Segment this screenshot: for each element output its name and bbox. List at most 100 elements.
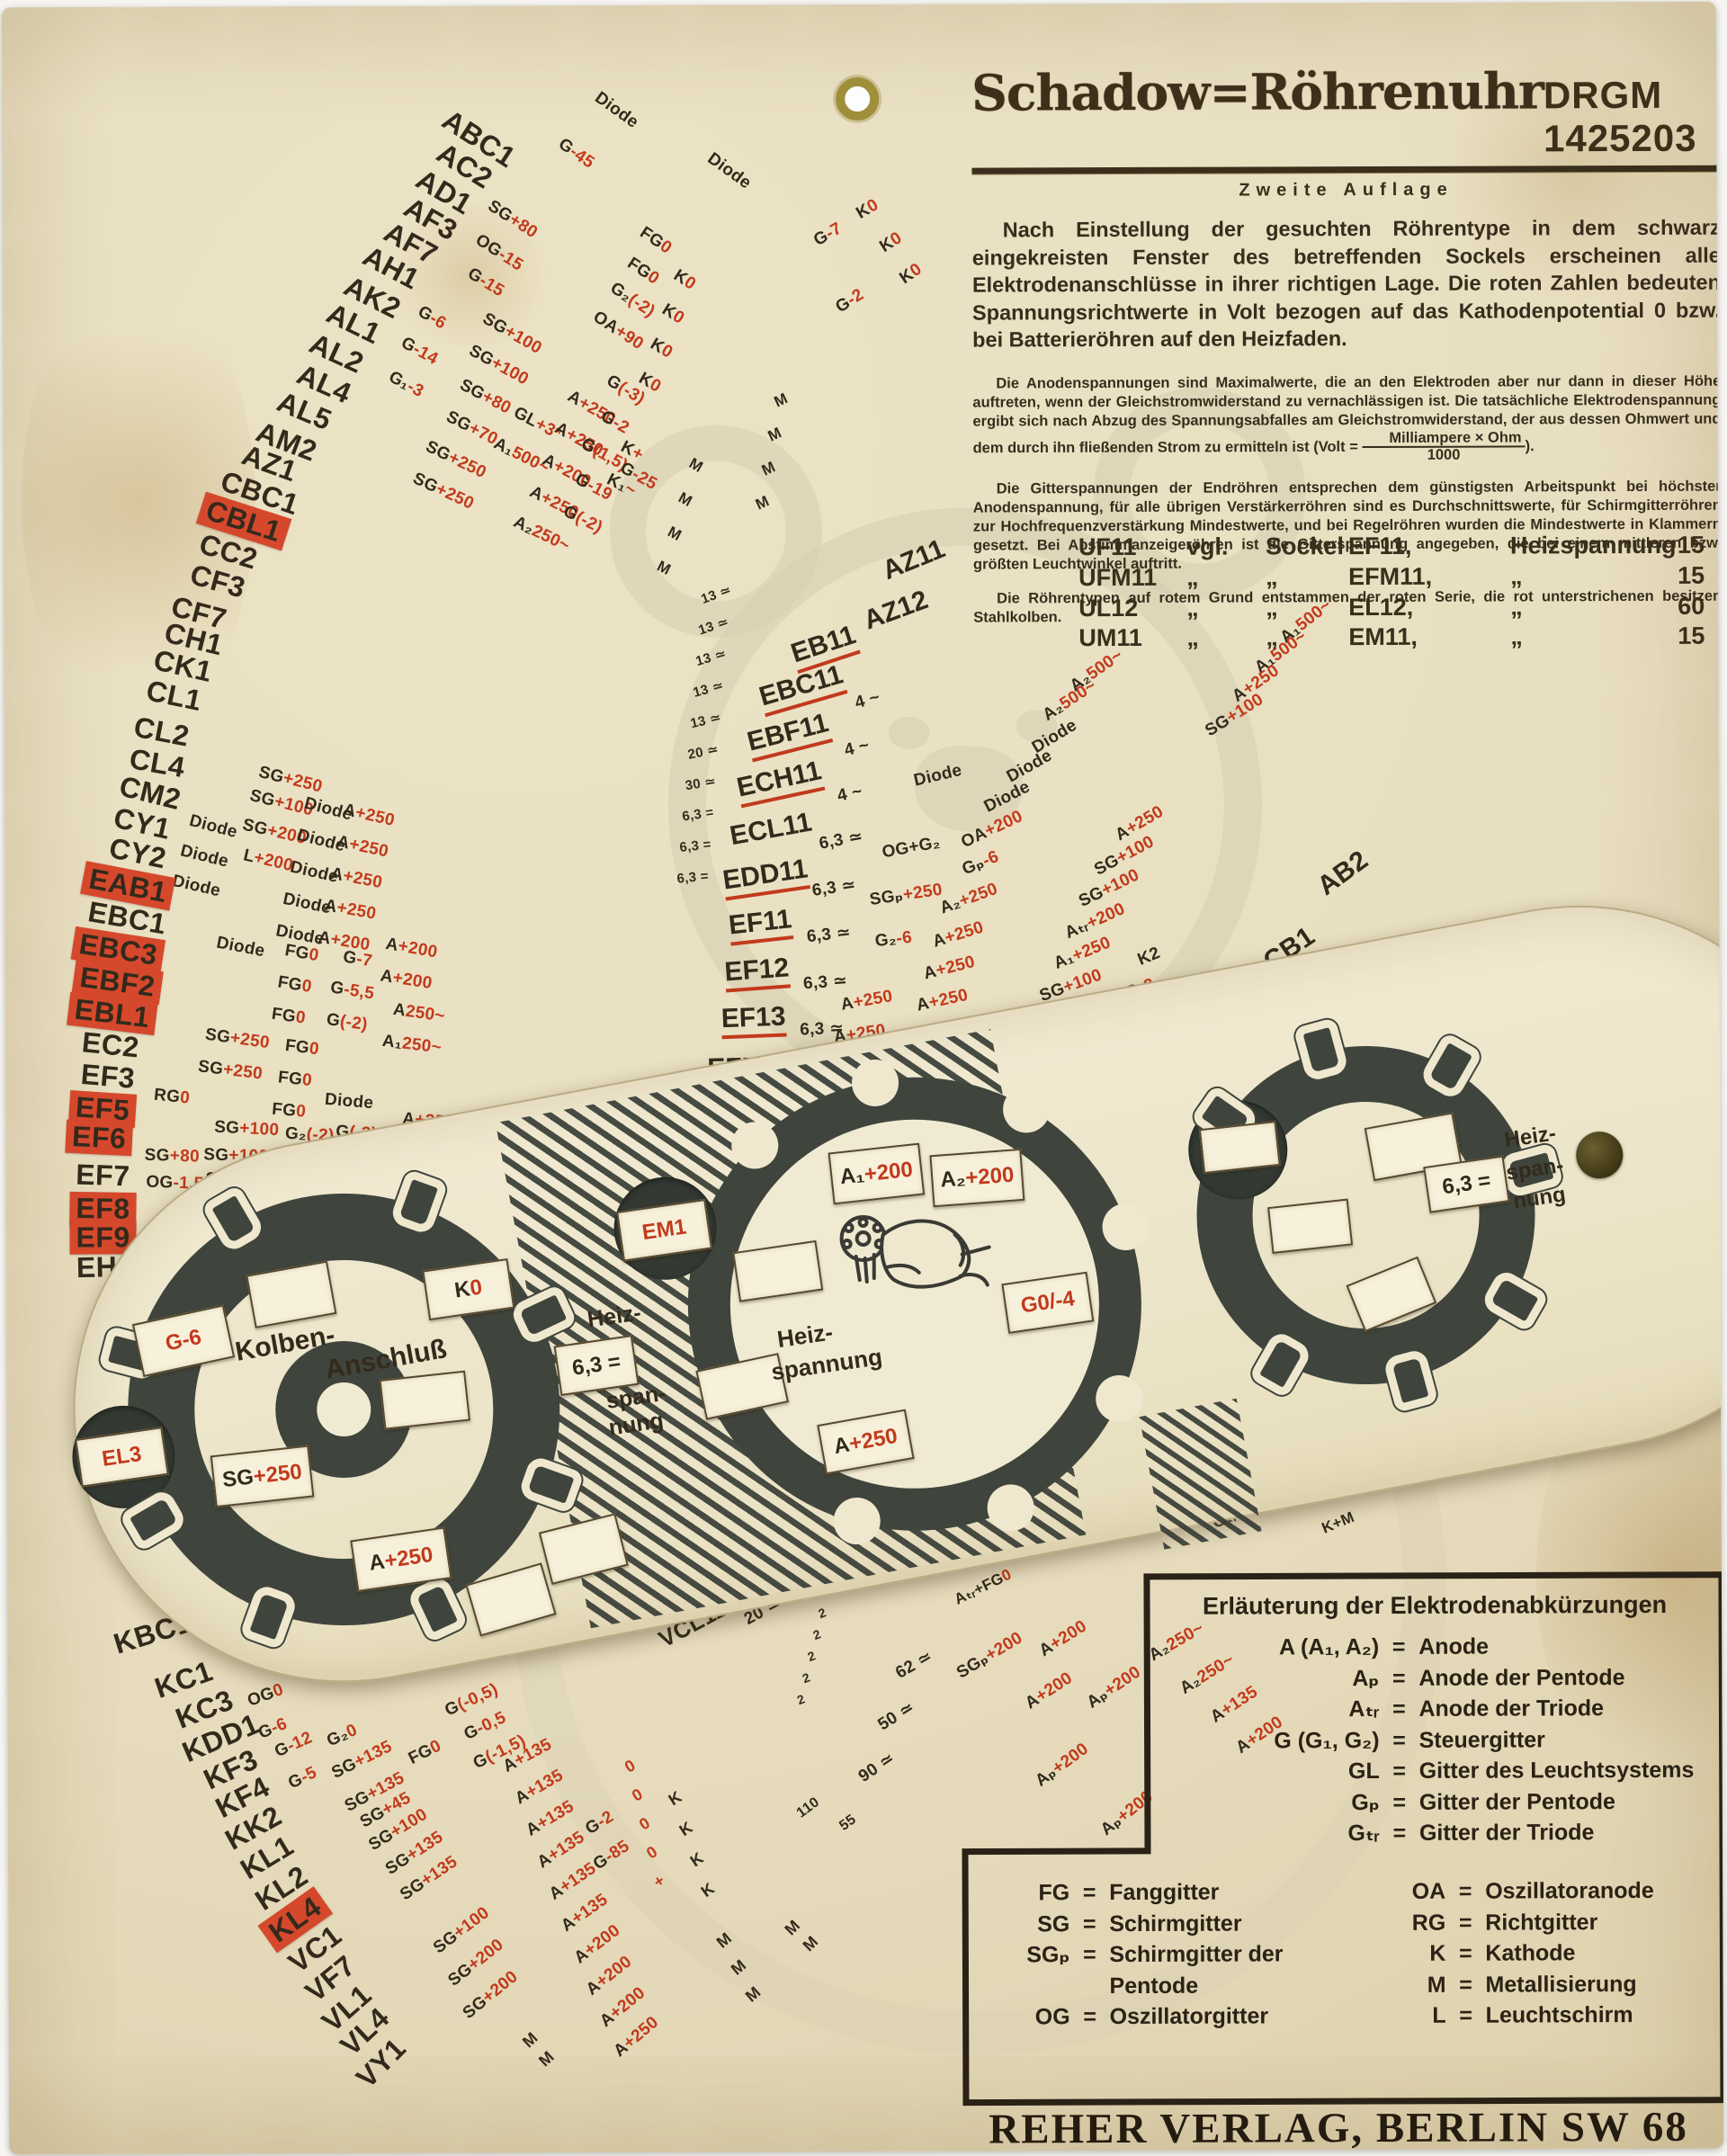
pin-value-label: 62 ≃ <box>892 1646 936 1683</box>
pin-value-label: 4 ~ <box>853 687 882 713</box>
legend-row: Aₚ = Anode der Pentode <box>1154 1661 1716 1695</box>
legend-abbr: OG <box>1034 2004 1070 2030</box>
hand-holding-tube-illustration <box>839 1214 991 1289</box>
pin-value-label: 6,3 ≃ <box>818 827 865 854</box>
pin-value-label: G(-2) <box>325 1009 369 1035</box>
pin-value-label: 20 ≃ <box>686 741 720 763</box>
socket-hole <box>987 1484 1034 1532</box>
pin-value-label: Diode <box>324 1089 375 1114</box>
pin-value-label: A+250 <box>341 800 397 831</box>
pin-value-label: Diode <box>214 933 267 962</box>
paragraph-2-text: Die Anodenspannungen sind Maximalwerte, … <box>972 372 1722 456</box>
pin-value-label: 4 ~ <box>835 782 864 806</box>
pin-value-label: M <box>665 523 685 545</box>
volt-value: 60 <box>1678 592 1705 620</box>
pin-value-label: 110 <box>793 1794 823 1821</box>
pin-value-label: K <box>697 1879 719 1901</box>
equivalence-row: UF11 vgl. Sockel EF11, Heizspannung 15 ≂ <box>1078 531 1708 563</box>
legend-equals: = <box>1082 1910 1096 1937</box>
pin-value-label: 4 ~ <box>842 735 872 761</box>
pin-value-label: A+250 <box>930 917 987 952</box>
legend-term: Oszillatorgitter <box>1109 2003 1269 2030</box>
pin-value-label: 30 ≃ <box>684 773 718 794</box>
legend-title: Erläuterung der Elektrodenabkürzungen <box>1202 1590 1668 1620</box>
pin-value-label: SG+250 <box>197 1057 264 1084</box>
sockel-cell: „ <box>1266 623 1278 651</box>
volt-value: 15 <box>1678 561 1705 589</box>
voltage-window: A₁+200 <box>828 1142 926 1205</box>
sockel-cell: „ <box>1266 563 1278 591</box>
vgl-cell: „ <box>1186 623 1199 651</box>
legend-equals: = <box>1392 1789 1407 1815</box>
u-tube-type: UFM11 <box>1078 563 1158 591</box>
red-series-tube-label: AZ11 <box>878 533 950 586</box>
pin-value-label: Diode <box>911 760 964 791</box>
legend-term: Metallisierung <box>1485 1971 1637 1998</box>
pin-value-label: A+250 <box>335 832 390 862</box>
red-series-tube-label: EF12 <box>723 953 791 993</box>
pin-value-label: K0 <box>876 228 906 256</box>
legend-equals: = <box>1458 1878 1472 1904</box>
pin-value-label: 50 ≃ <box>874 1697 918 1735</box>
legend-row: OG = Oszillatorgitter <box>988 2000 1338 2033</box>
socket-hole <box>1096 1374 1143 1423</box>
legend-row: Gₚ = Gitter der Pentode <box>1155 1785 1717 1819</box>
instruction-paragraph-2: Die Anodenspannungen sind Maximalwerte, … <box>972 372 1721 465</box>
vgl-cell: vgl. <box>1186 532 1229 560</box>
paragraph-2-close: ). <box>1525 437 1535 454</box>
legend-equals: = <box>1459 1972 1472 1998</box>
socket-hole <box>731 1122 779 1169</box>
red-series-tube-label: EBF11 <box>744 708 833 763</box>
socket-pin-layer <box>2 2 1716 1651</box>
pin-value-label: G-15 <box>464 264 508 301</box>
u-tube-type: UL12 <box>1078 594 1139 622</box>
legend-row: A (A₁, A₂) = Anode <box>1154 1631 1716 1664</box>
legend-abbr: Aₜᵣ <box>1348 1695 1380 1722</box>
legend-box: Erläuterung der Elektrodenabkürzungen A … <box>961 1571 1724 2107</box>
pin-value-label: G(-2) <box>559 501 606 538</box>
pin-value-label: Diode <box>703 148 755 193</box>
pin-value-label: SGₚ+250 <box>868 880 944 910</box>
red-series-tube-label: EDD11 <box>720 854 811 901</box>
pin-value-label: SG+80 <box>144 1145 201 1167</box>
pin-value-label: 13 ≃ <box>691 677 726 701</box>
pin-value-label: SG+80 <box>456 375 515 418</box>
pin-value-label: 6,3 ≃ <box>810 875 858 901</box>
pin-value-label: G-14 <box>398 333 442 369</box>
legend-equals: = <box>1392 1695 1406 1722</box>
e-tube-ref: EFM11, <box>1348 562 1433 590</box>
pin-value-label: FG0 <box>405 1736 445 1769</box>
pin-value-label: 90 ≃ <box>855 1749 899 1786</box>
pin-value-label: SG+70 <box>443 407 501 450</box>
pin-value-label: 13 ≃ <box>696 613 731 639</box>
pin-value-label: A+200 <box>384 934 439 962</box>
legend-group-misc: OA = Oszillatoranode RG = Richtgitter K … <box>1347 1875 1716 2032</box>
pin-value-label: M <box>758 458 779 479</box>
vgl-cell: „ <box>1186 594 1199 622</box>
pin-value-label: Diode <box>187 810 240 843</box>
red-series-tube-label: ECL11 <box>727 807 815 852</box>
pin-value-label: G-5,5 <box>328 978 376 1004</box>
pin-value-label: G₁-3 <box>385 367 427 402</box>
legend-equals: = <box>1459 2002 1472 2028</box>
legend-term: Fanggitter <box>1109 1879 1220 1906</box>
pin-value-label: SG+100 <box>213 1117 280 1141</box>
pin-value-label: 0 <box>642 1842 661 1863</box>
formula-denominator: 1000 <box>1427 446 1461 463</box>
volt-value: 15 <box>1677 531 1705 559</box>
pin-value-label: FG0 <box>271 1099 307 1122</box>
legend-abbr: Gₜᵣ <box>1347 1820 1380 1847</box>
pin-value-label: K <box>686 1848 707 1871</box>
legend-abbr: L <box>1432 2002 1446 2028</box>
pin-value-label: 13 ≃ <box>688 709 723 732</box>
pin-value-label: 6,3 ≃ <box>805 923 852 947</box>
pin-value-label: A₁+250 <box>1051 933 1114 973</box>
legend-term: Richtgitter <box>1485 1909 1598 1936</box>
tube-name-label: EF6 <box>65 1119 134 1157</box>
pin-value-label: SG+250 <box>203 1024 272 1053</box>
pin-value-label: G₂0 <box>324 1720 361 1751</box>
